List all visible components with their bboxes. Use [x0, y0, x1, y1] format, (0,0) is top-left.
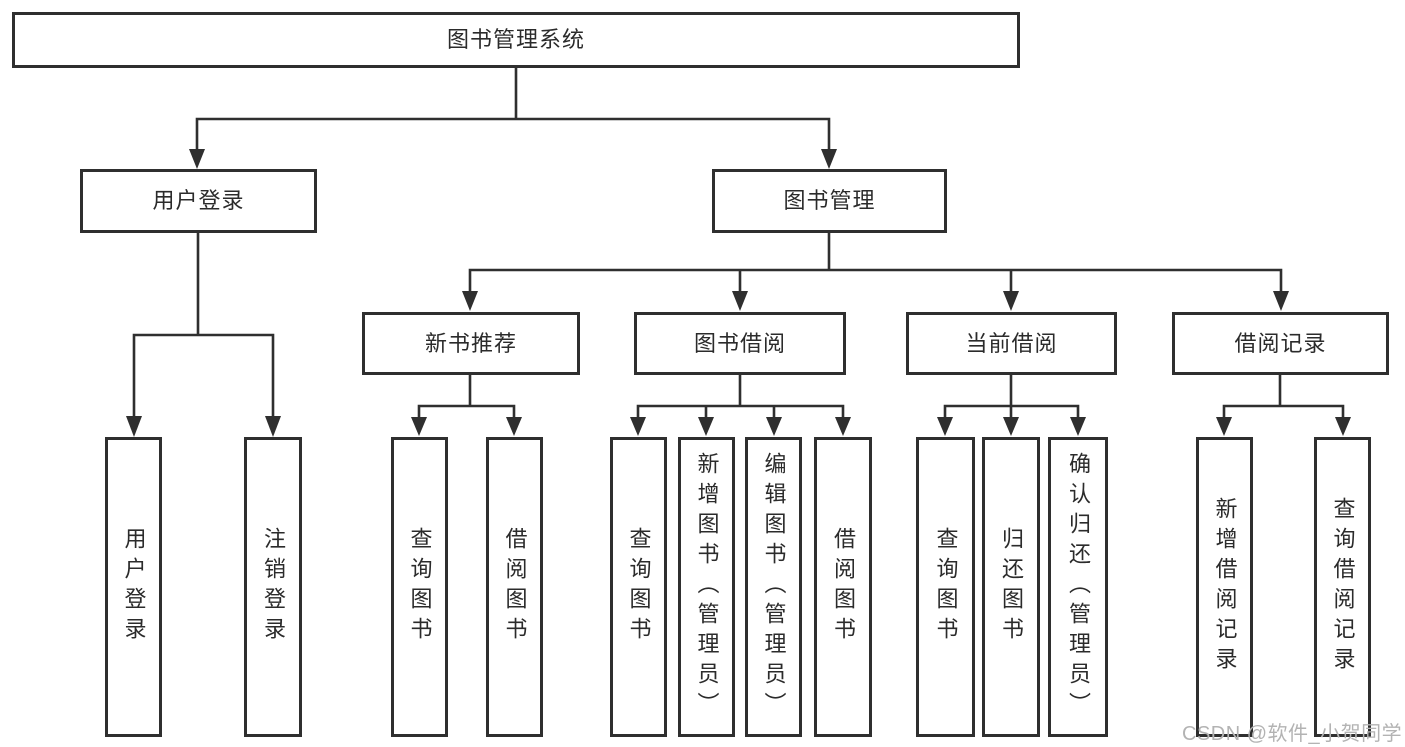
node-book-borrowing: 图书借阅 — [634, 312, 846, 375]
leaf-cb-query-books: 查询图书 — [916, 437, 975, 737]
arrow-icon — [1003, 291, 1019, 311]
arrow-icon — [630, 417, 646, 436]
arrow-icon — [506, 417, 522, 436]
leaf-nbr-borrow-books: 借阅图书 — [486, 437, 543, 737]
arrow-icon — [1335, 417, 1351, 436]
arrow-icon — [766, 417, 782, 436]
arrow-icon — [189, 149, 205, 169]
node-root: 图书管理系统 — [12, 12, 1020, 68]
arrowheads — [126, 149, 1351, 437]
arrow-icon — [265, 416, 281, 437]
leaf-user-login: 用户登录 — [105, 437, 162, 737]
watermark-text: CSDN @软件_小贺同学 — [1182, 723, 1403, 745]
arrow-icon — [1070, 417, 1086, 436]
node-current-borrowing: 当前借阅 — [906, 312, 1117, 375]
arrow-icon — [1273, 291, 1289, 311]
arrow-icon — [411, 417, 427, 436]
leaf-cb-confirm-return-admin: 确认归还（管理员） — [1048, 437, 1108, 737]
leaf-bb-edit-books-admin: 编辑图书（管理员） — [745, 437, 802, 737]
leaf-bb-borrow-books: 借阅图书 — [814, 437, 872, 737]
arrow-icon — [937, 417, 953, 436]
leaf-nbr-query-books: 查询图书 — [391, 437, 448, 737]
arrow-icon — [1003, 417, 1019, 436]
arrow-icon — [835, 417, 851, 436]
arrow-icon — [1216, 417, 1232, 436]
node-user-login: 用户登录 — [80, 169, 317, 233]
leaf-br-query-record: 查询借阅记录 — [1314, 437, 1371, 737]
arrow-icon — [126, 416, 142, 437]
node-borrowing-records: 借阅记录 — [1172, 312, 1389, 375]
tree-edges — [132, 65, 1345, 423]
arrow-icon — [732, 291, 748, 311]
node-new-book-recommendation: 新书推荐 — [362, 312, 580, 375]
node-book-management: 图书管理 — [712, 169, 947, 233]
leaf-bb-query-books: 查询图书 — [610, 437, 667, 737]
leaf-logout: 注销登录 — [244, 437, 302, 737]
arrow-icon — [462, 291, 478, 311]
arrow-icon — [698, 417, 714, 436]
leaf-bb-add-books-admin: 新增图书（管理员） — [678, 437, 735, 737]
arrow-icon — [821, 149, 837, 169]
leaf-br-add-record: 新增借阅记录 — [1196, 437, 1253, 737]
leaf-cb-return-books: 归还图书 — [982, 437, 1040, 737]
